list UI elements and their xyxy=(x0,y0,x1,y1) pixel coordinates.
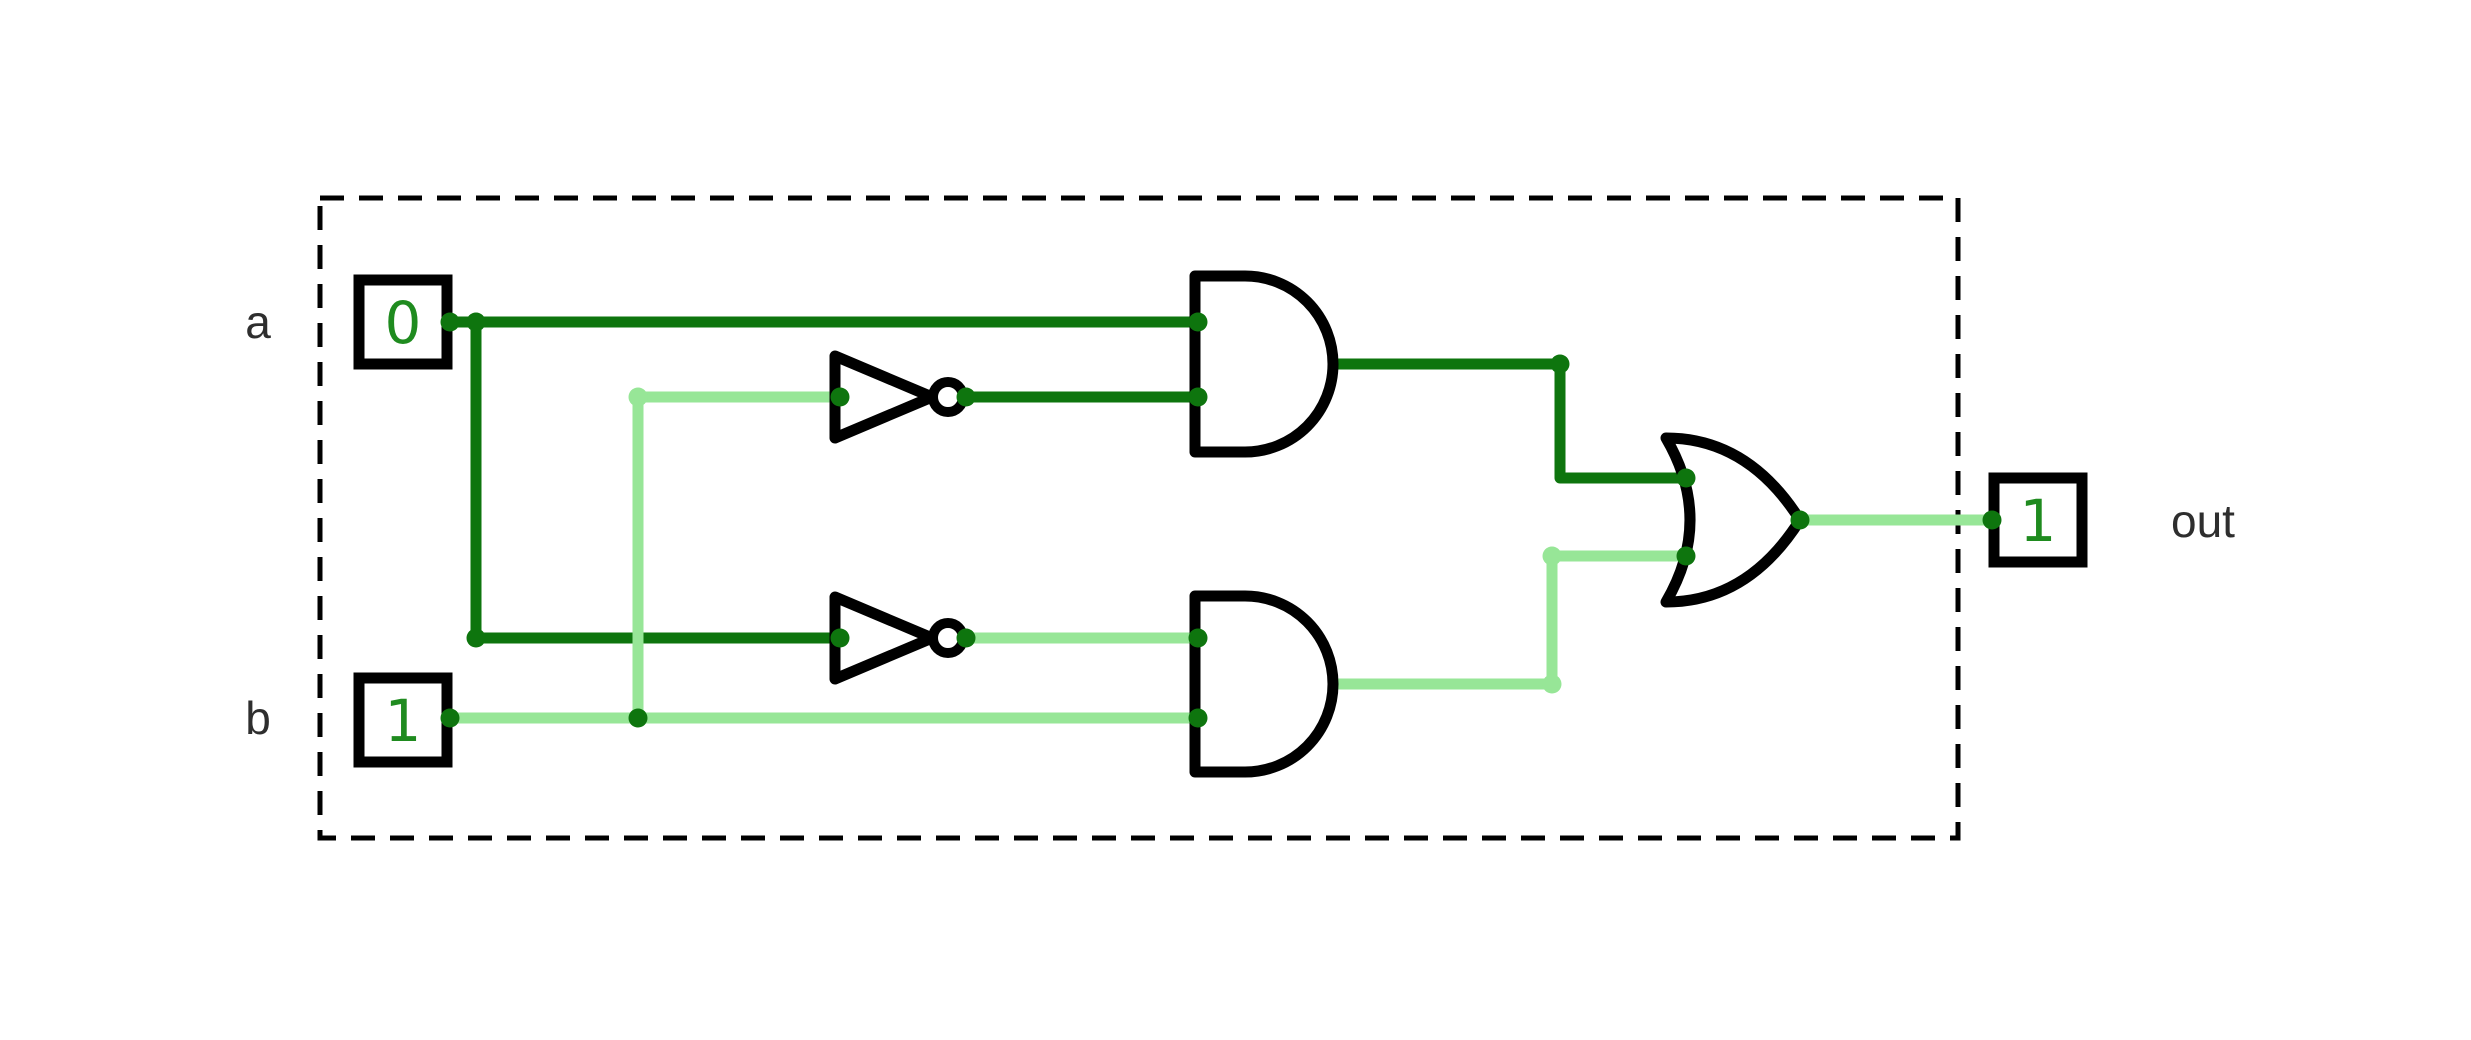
wire-and-bottom-out xyxy=(1330,550,1690,690)
dot-not-bottom-out xyxy=(956,628,976,648)
dot-and-bottom-out-elbow1 xyxy=(1542,674,1562,694)
output-value: 1 xyxy=(2020,487,2057,555)
dot-a-branch-elbow xyxy=(466,628,486,648)
and-gate-top-icon xyxy=(1189,270,1339,458)
dot-b-box-out xyxy=(440,708,460,728)
dot-not-bottom-in xyxy=(830,628,850,648)
or-gate-icon xyxy=(1660,432,1806,608)
input-a-value[interactable]: 0 xyxy=(385,289,422,357)
dot-or-in-top xyxy=(1676,468,1696,488)
output-label: out xyxy=(2171,495,2235,547)
dot-and-bottom-in2 xyxy=(1188,708,1208,728)
not-gate-top-icon xyxy=(829,350,938,444)
dot-not-top-in xyxy=(830,387,850,407)
dot-and-top-in1 xyxy=(1188,312,1208,332)
wire-b-branch-to-not xyxy=(632,391,840,718)
input-a-box[interactable] xyxy=(353,274,453,370)
not-gate-bottom-icon xyxy=(829,591,938,685)
dot-not-top-out xyxy=(956,387,976,407)
dot-a-box-out xyxy=(440,312,460,332)
input-b-value[interactable]: 1 xyxy=(385,687,422,755)
dot-and-top-out-elbow xyxy=(1550,354,1570,374)
dot-or-in-bottom xyxy=(1676,546,1696,566)
wire-a-branch-to-not xyxy=(470,322,840,644)
dot-b-branch-junction xyxy=(628,708,648,728)
input-b-label: b xyxy=(245,692,271,744)
dot-or-out xyxy=(1790,510,1810,530)
input-a-label: a xyxy=(245,296,271,348)
and-gate-bottom-icon xyxy=(1189,590,1339,778)
dot-b-branch-elbow xyxy=(628,387,648,407)
dot-and-top-in2 xyxy=(1188,387,1208,407)
dot-and-bottom-in1 xyxy=(1188,628,1208,648)
wire-and-top-out xyxy=(1330,358,1690,484)
dot-a-branch-junction xyxy=(466,312,486,332)
dot-out-box-in xyxy=(1982,510,2002,530)
dot-and-bottom-out-elbow2 xyxy=(1542,546,1562,566)
